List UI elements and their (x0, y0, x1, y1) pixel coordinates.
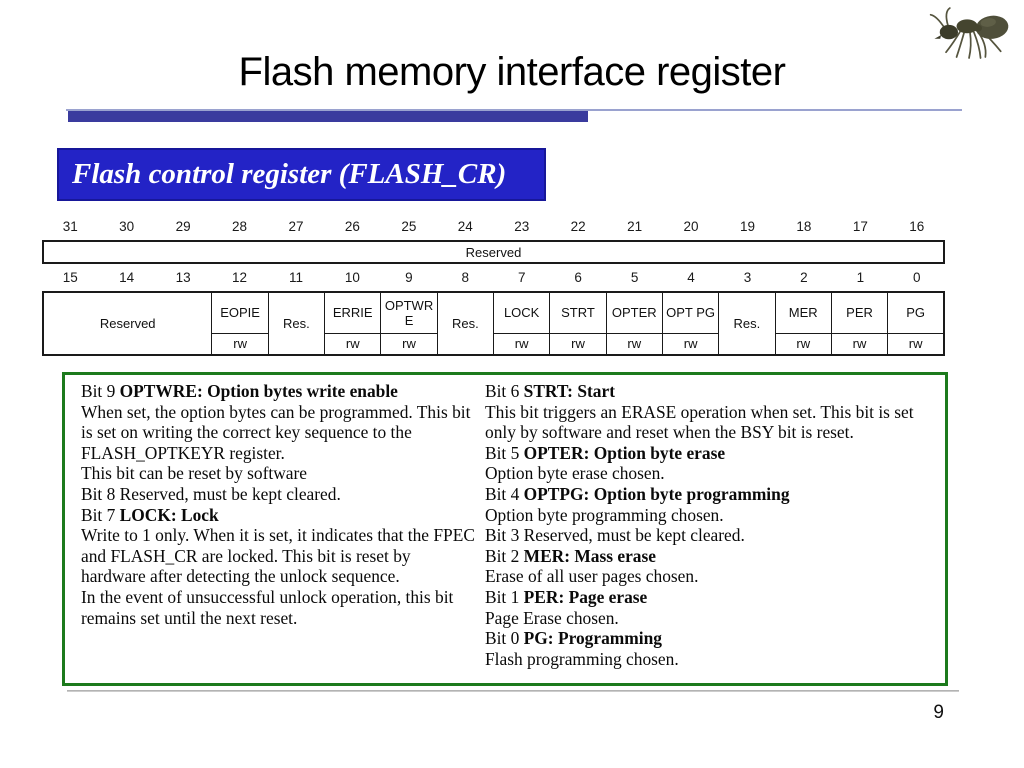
description-line: Page Erase chosen. (485, 607, 619, 628)
bit-numbers-row-31-16: 31 30 29 28 27 26 25 24 23 22 21 20 19 18 17 16 (42, 219, 945, 234)
bit-number-18: 18 (796, 219, 812, 234)
description-line: Bit 4 OPTPG: Option byte programming (485, 483, 790, 504)
register-field-strt: STRT (549, 291, 607, 334)
ant-head (939, 24, 958, 40)
bit-number-12: 12 (232, 270, 248, 285)
bit-number-1: 1 (856, 270, 865, 285)
description-line: Bit 5 OPTER: Option byte erase (485, 442, 726, 463)
description-line: Bit 9 OPTWRE: Option bytes write enable (81, 381, 398, 401)
title-underline-bar (68, 111, 588, 122)
register-field-pg: PG (887, 291, 945, 334)
bit-number-29: 29 (175, 219, 191, 234)
ant-image (929, 7, 1009, 59)
ant-thorax (956, 19, 978, 34)
description-line: When set, the option bytes can be progra… (81, 401, 471, 463)
bit-number-25: 25 (401, 219, 417, 234)
page-title: Flash memory interface register (238, 50, 786, 94)
bit-number-9: 9 (405, 270, 413, 285)
register-access-bit-4: rw (661, 332, 720, 356)
register-field-per: PER (830, 291, 889, 334)
register-access-bit-2: rw (774, 332, 832, 356)
bit-number-31: 31 (62, 219, 78, 234)
description-line: This bit can be reset by software (81, 463, 308, 484)
footer-divider (67, 690, 959, 692)
bit-number-24: 24 (457, 219, 473, 234)
description-line: Bit 3 Reserved, must be kept cleared. (485, 525, 745, 546)
bit-number-26: 26 (344, 219, 360, 234)
bit-number-27: 27 (288, 219, 304, 234)
description-line: Bit 7 LOCK: Lock (81, 504, 219, 525)
register-field-res-: Res. (718, 291, 776, 356)
section-banner: Flash control register (FLASH_CR) (57, 148, 546, 201)
page-number: 9 (933, 702, 944, 723)
bit-number-13: 13 (175, 270, 191, 285)
description-line: Bit 0 PG: Programming (485, 628, 662, 649)
bit-number-17: 17 (852, 219, 868, 234)
bit-number-8: 8 (461, 270, 470, 285)
bit-number-10: 10 (344, 270, 360, 285)
register-field-eopie: EOPIE (211, 291, 269, 334)
bit-number-15: 15 (62, 270, 78, 285)
section-banner-label: Flash control register (FLASH_CR) (72, 158, 507, 190)
register-high-reserved-label: Reserved (465, 244, 522, 260)
register-field-res-: Res. (436, 291, 495, 356)
register-field-lock: LOCK (492, 291, 551, 334)
register-access-bit-9: rw (380, 332, 438, 356)
bit-number-20: 20 (683, 219, 699, 234)
description-line: Bit 6 STRT: Start (485, 381, 615, 401)
register-access-bit-0: rw (887, 332, 945, 356)
bit-number-21: 21 (627, 219, 643, 234)
description-line: Option byte programming chosen. (485, 504, 724, 525)
register-field-opter: OPTER (605, 291, 663, 334)
description-line: Erase of all user pages chosen. (485, 566, 699, 587)
register-high-reserved-cell: Reserved (42, 240, 945, 264)
register-field-opt-pg: OPT PG (661, 291, 720, 334)
bit-number-22: 22 (570, 219, 586, 234)
bit-number-5: 5 (630, 270, 639, 285)
bit-number-28: 28 (232, 219, 248, 234)
bit-number-2: 2 (800, 270, 808, 285)
description-line: Bit 1 PER: Page erase (485, 586, 648, 607)
register-access-bit-5: rw (605, 332, 663, 356)
description-line: Flash programming chosen. (485, 648, 679, 669)
description-line: In the event of unsuccessful unlock oper… (81, 586, 454, 628)
bit-number-4: 4 (687, 270, 695, 285)
description-line: This bit triggers an ERASE operation whe… (485, 401, 914, 443)
register-access-bit-10: rw (324, 332, 382, 356)
bit-number-11: 11 (288, 270, 303, 285)
description-line: Write to 1 only. When it is set, it indi… (81, 525, 475, 587)
register-access-bit-6: rw (549, 332, 607, 356)
bit-number-23: 23 (514, 219, 530, 234)
bit-number-3: 3 (743, 270, 752, 285)
register-field-res-: Res. (267, 291, 326, 356)
ant-abdomen-highlight (980, 18, 996, 27)
register-field-optwre: OPTWRE (380, 291, 438, 334)
bit-number-16: 16 (909, 219, 925, 234)
bit-number-19: 19 (739, 219, 755, 234)
ant-mandible (934, 34, 942, 39)
bit-number-14: 14 (119, 270, 135, 285)
title-underline-thin (66, 109, 962, 111)
bit-number-6: 6 (574, 270, 582, 285)
register-field-reserved: Reserved (42, 291, 213, 356)
bit-number-30: 30 (119, 219, 135, 234)
description-line: Option byte erase chosen. (485, 463, 665, 484)
bit-number-0: 0 (913, 270, 921, 285)
bit-number-7: 7 (517, 270, 526, 285)
register-access-bit-12: rw (211, 332, 269, 356)
description-line: Bit 8 Reserved, must be kept cleared. (81, 483, 341, 504)
register-field-mer: MER (774, 291, 832, 334)
register-access-bit-1: rw (830, 332, 889, 356)
description-line: Bit 2 MER: Mass erase (485, 545, 656, 566)
register-access-bit-7: rw (492, 332, 551, 356)
register-field-errie: ERRIE (324, 291, 382, 334)
